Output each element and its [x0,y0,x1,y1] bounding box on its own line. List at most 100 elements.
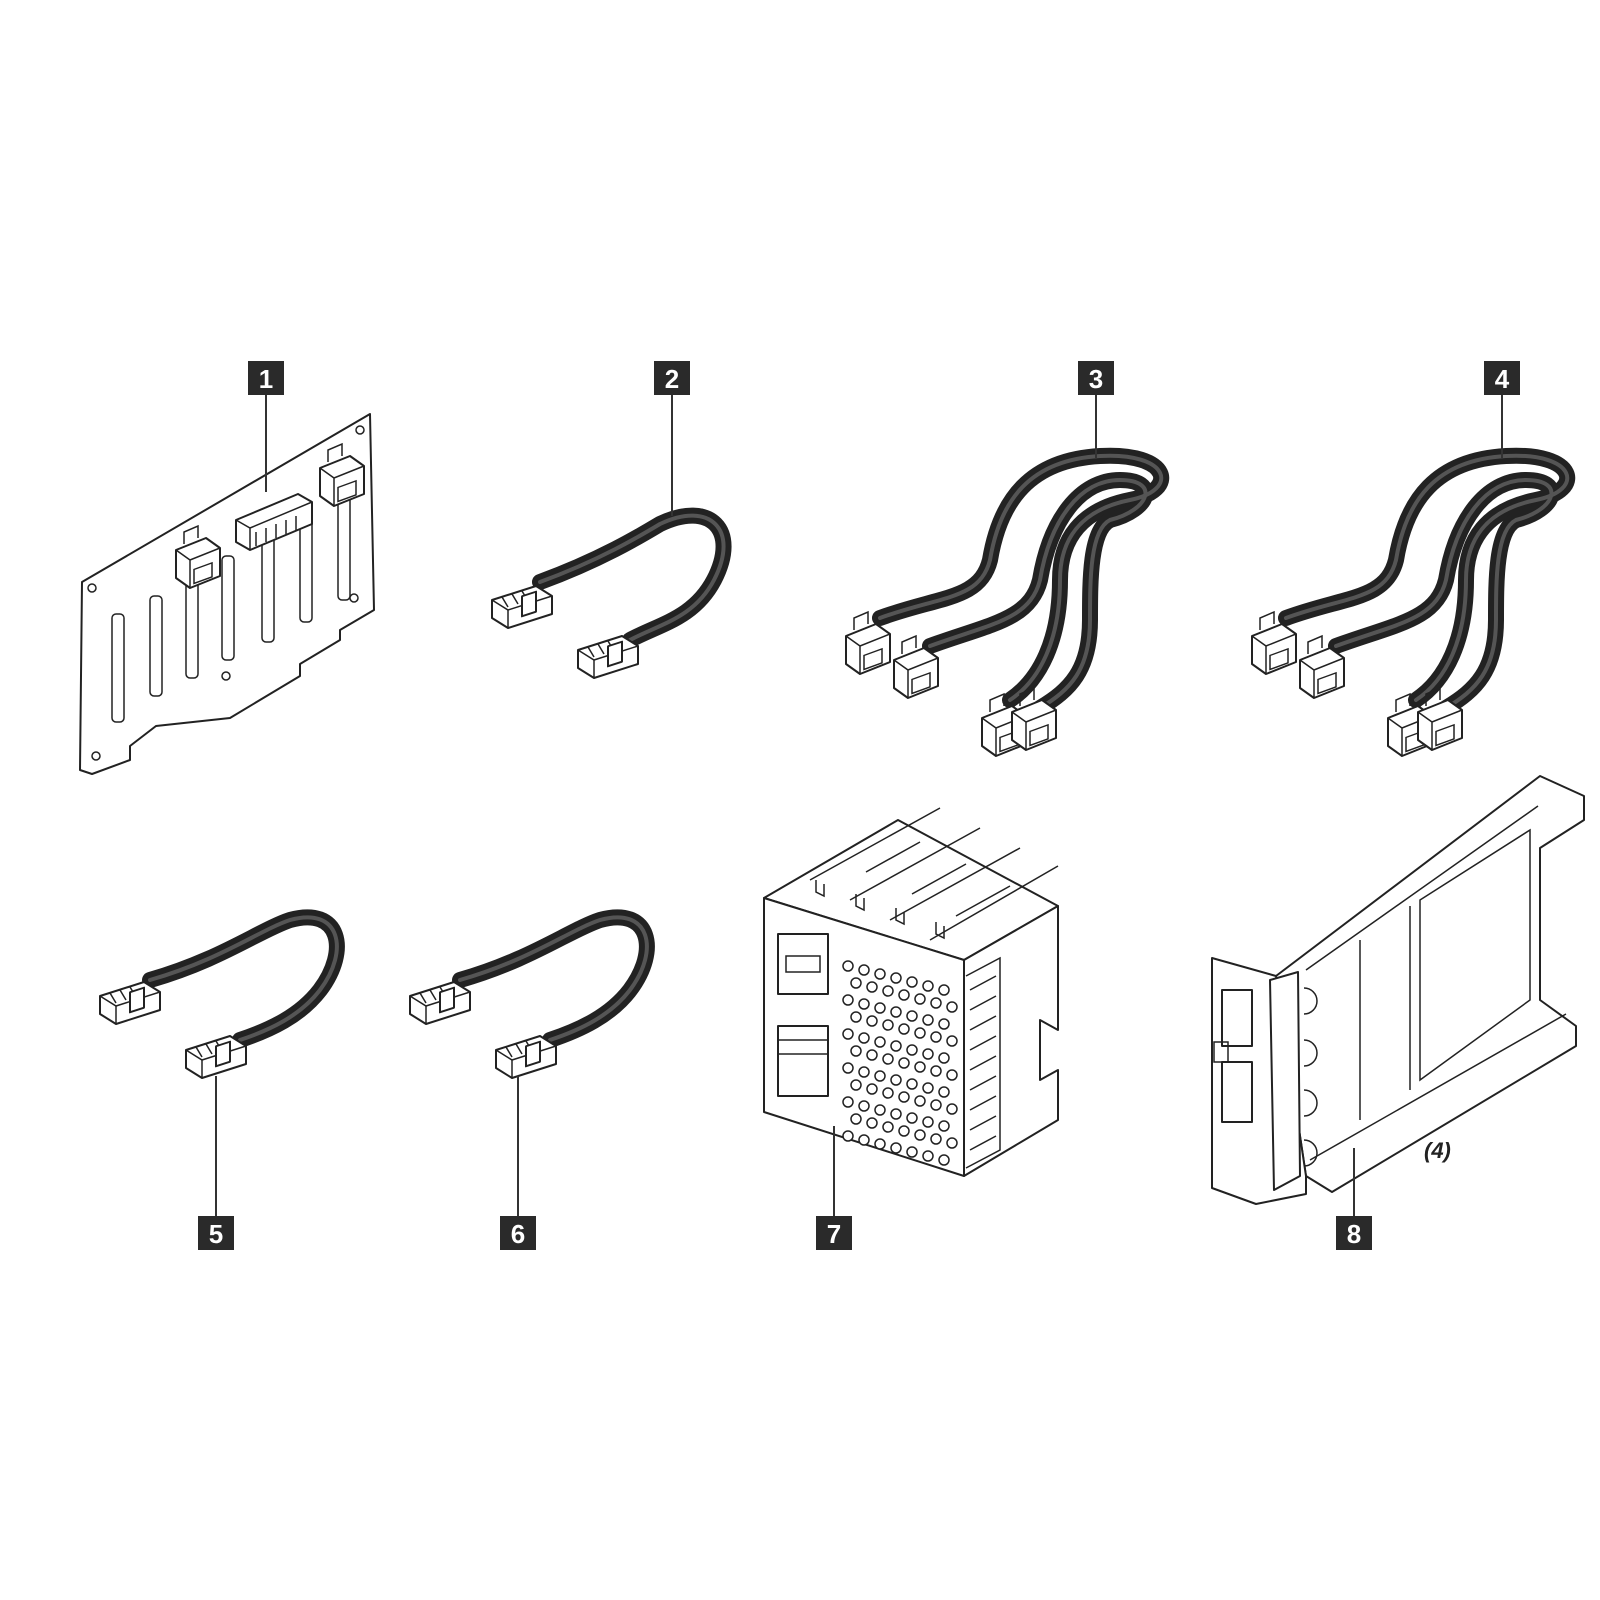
callout-7-number: 7 [827,1219,841,1249]
quantity-label: (4) [1424,1138,1451,1163]
vent-hole [922,980,934,992]
vent-hole [930,1031,942,1043]
vent-hole [890,1074,902,1086]
vent-hole [946,1103,958,1115]
vent-hole [874,1002,886,1014]
callout-6-number: 6 [511,1219,525,1249]
cable-5-part [99,909,345,1079]
vent-hole [938,1154,950,1166]
vent-hole [890,1142,902,1154]
vent-hole [890,972,902,984]
vent-hole [906,1010,918,1022]
callout-7: 7 [816,1216,852,1250]
vent-hole [882,1087,894,1099]
vent-grid [842,960,958,1166]
vent-hole [850,1113,862,1125]
callout-4: 4 [1484,361,1520,395]
vent-hole [866,1117,878,1129]
vent-hole [874,1138,886,1150]
vent-hole [898,1125,910,1137]
backplane-part [79,413,375,775]
vent-hole [898,1057,910,1069]
vent-hole [946,1069,958,1081]
vent-hole [850,1045,862,1057]
vent-hole [858,1032,870,1044]
vent-hole [874,1104,886,1116]
vent-hole [906,976,918,988]
vent-hole [882,985,894,997]
cable-3-part [845,447,1170,757]
callout-1-number: 1 [259,364,273,394]
vent-hole [946,1035,958,1047]
callout-5: 5 [198,1216,234,1250]
vent-hole [858,964,870,976]
vent-hole [906,1044,918,1056]
vent-hole [946,1001,958,1013]
vent-hole [922,1116,934,1128]
callout-1: 1 [248,361,284,395]
vent-hole [930,1133,942,1145]
vent-hole [946,1137,958,1149]
vent-hole [842,1130,854,1142]
vent-hole [842,994,854,1006]
vent-hole [938,1120,950,1132]
vent-hole [930,997,942,1009]
vent-hole [874,1036,886,1048]
vent-hole [858,998,870,1010]
vent-hole [914,1095,926,1107]
vent-hole [938,1018,950,1030]
vent-hole [850,977,862,989]
cable-6-part [409,909,655,1079]
vent-hole [930,1099,942,1111]
callout-3-number: 3 [1089,364,1103,394]
vent-hole [914,1027,926,1039]
vent-hole [842,1062,854,1074]
vent-hole [898,1023,910,1035]
vent-hole [906,1078,918,1090]
vent-hole [850,1079,862,1091]
callout-2-number: 2 [665,364,679,394]
vent-hole [922,1014,934,1026]
vent-hole [922,1048,934,1060]
vent-hole [922,1082,934,1094]
vent-hole [882,1053,894,1065]
callout-8: 8 [1336,1216,1372,1250]
vent-hole [890,1108,902,1120]
vent-hole [906,1112,918,1124]
vent-hole [906,1146,918,1158]
vent-hole [914,993,926,1005]
callout-2: 2 [654,361,690,395]
vent-hole [914,1129,926,1141]
vent-hole [890,1006,902,1018]
vent-hole [858,1100,870,1112]
vent-hole [930,1065,942,1077]
vent-hole [866,981,878,993]
cable-4-part [1251,447,1576,757]
vent-hole [914,1061,926,1073]
vent-hole [850,1011,862,1023]
vent-hole [898,989,910,1001]
vent-hole [858,1066,870,1078]
vent-hole [898,1091,910,1103]
vent-hole [938,1086,950,1098]
vent-hole [938,1052,950,1064]
vent-hole [866,1015,878,1027]
vent-hole [866,1049,878,1061]
drive-filler-part [1211,775,1585,1205]
callout-8-number: 8 [1347,1219,1361,1249]
vent-hole [866,1083,878,1095]
callout-6: 6 [500,1216,536,1250]
vent-hole [842,1096,854,1108]
callout-3: 3 [1078,361,1114,395]
cable-2-part [491,507,732,679]
vent-hole [874,968,886,980]
vent-hole [874,1070,886,1082]
vent-hole [858,1134,870,1146]
vent-hole [922,1150,934,1162]
vent-hole [882,1121,894,1133]
vent-hole [842,1028,854,1040]
vent-hole [890,1040,902,1052]
drive-cage-part [763,807,1059,1177]
vent-hole [842,960,854,972]
